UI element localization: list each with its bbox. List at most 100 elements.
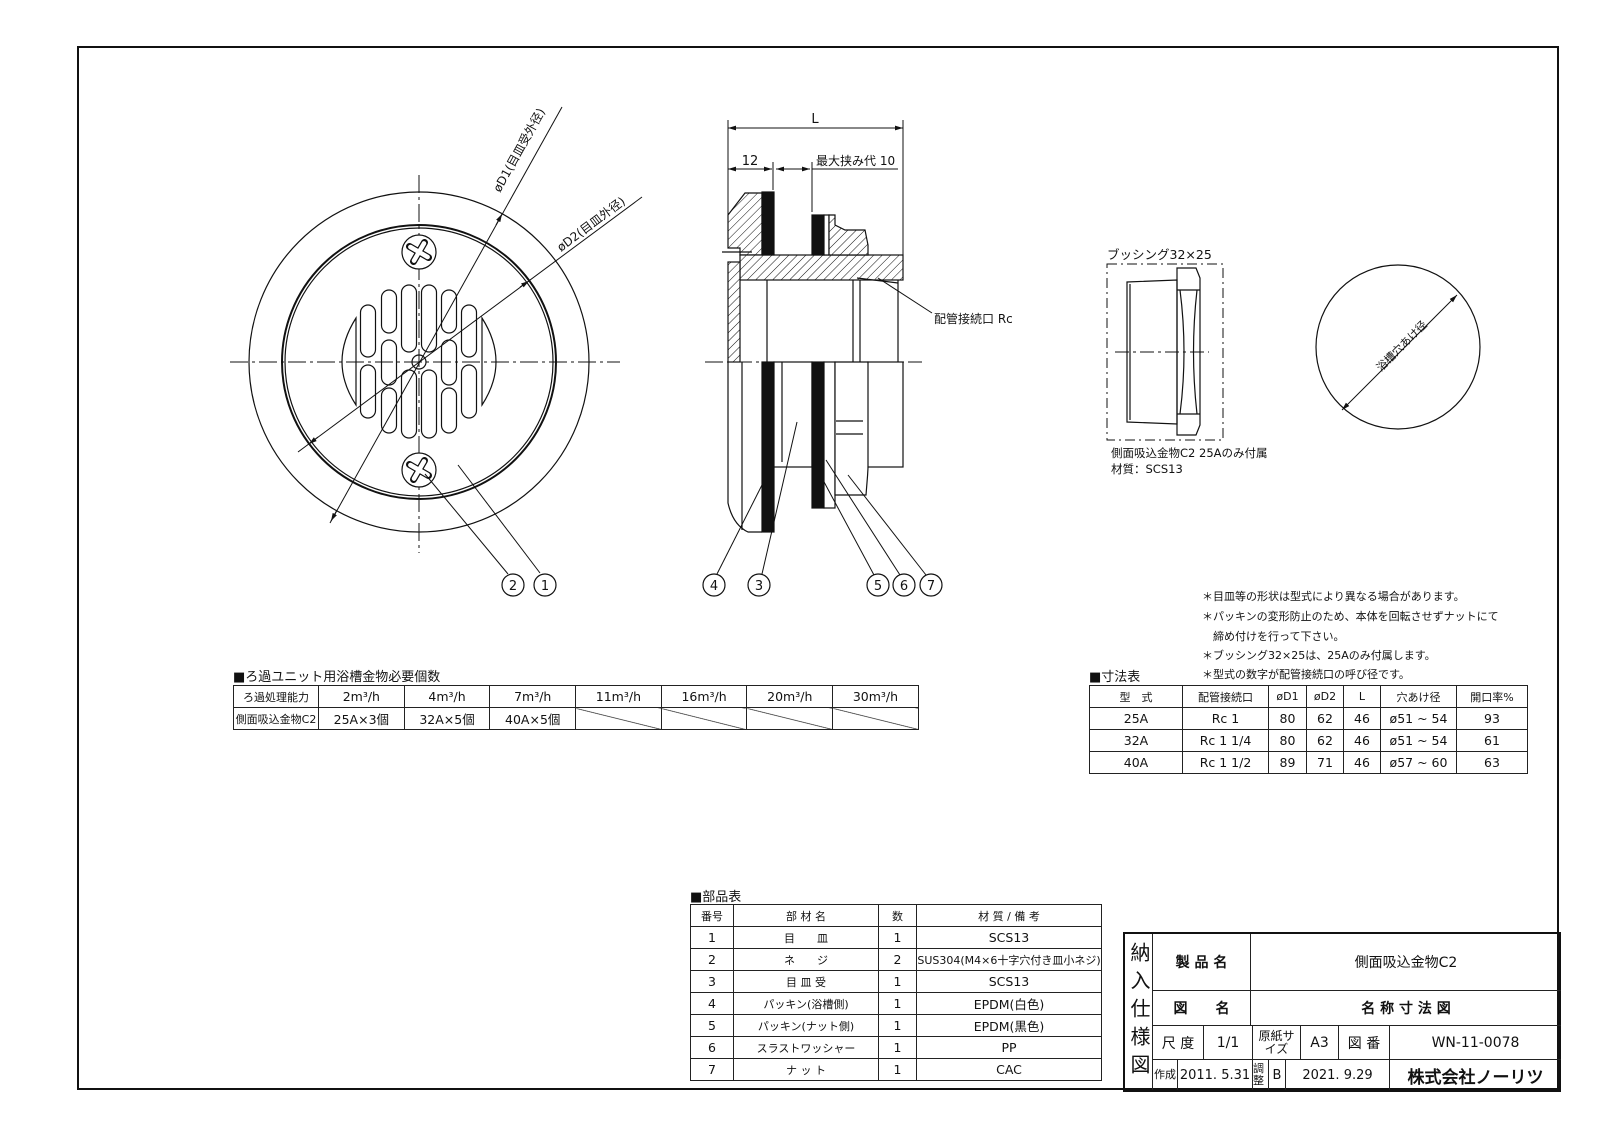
table-cell: Rc 1	[1182, 707, 1269, 730]
table-cell: 25A×3個	[318, 707, 405, 730]
table-cell: 40A×5個	[489, 707, 577, 730]
side-label: 納入仕様図	[1125, 934, 1153, 1090]
bushing-view	[1106, 263, 1224, 441]
note-line: ＊パッキンの変形防止のため、本体を回転させずナットにて	[1202, 610, 1499, 623]
d2-label: øD2(目皿外径)	[554, 194, 628, 254]
header-cell: 部 材 名	[733, 904, 879, 927]
table-cell: ø51 ~ 54	[1380, 729, 1457, 752]
grille-slot	[400, 369, 418, 439]
table-cell: 25A	[1089, 707, 1183, 730]
table-cell: EPDM(黒色)	[916, 1014, 1102, 1037]
drawing-frame	[77, 46, 1559, 1090]
scale-label: 尺 度	[1153, 1026, 1204, 1060]
table-cell: 46	[1343, 729, 1381, 752]
parts-table-title: ■部品表	[690, 890, 742, 905]
table-cell: 1	[878, 970, 917, 993]
balloon-3: 3	[755, 579, 763, 594]
grille-slot	[420, 284, 438, 353]
grille-slot	[460, 364, 478, 419]
receiver-tube-section	[739, 254, 904, 281]
receiver-body	[773, 361, 813, 468]
note-line: ＊ブッシング32×25は、25Aのみ付属します。	[1202, 649, 1436, 662]
note-line: ＊型式の数字が配管接続口の呼び径です。	[1202, 668, 1410, 681]
product-name: 側面吸込金物C2	[1251, 934, 1561, 991]
note-line: 締め付けを行って下さい。	[1202, 630, 1345, 643]
receiver-flange-exterior	[727, 362, 762, 533]
leader-1	[457, 464, 541, 574]
balloon-7: 7	[927, 579, 935, 594]
table-cell: 1	[690, 926, 734, 949]
table-cell: パッキン(ナット側)	[733, 1014, 879, 1037]
created-date: 2011. 5.31	[1178, 1060, 1253, 1090]
hole-view	[1315, 264, 1481, 430]
grille-slot	[420, 369, 438, 439]
d1-dimension-line	[329, 106, 563, 524]
header-cell: ろ過処理能力	[233, 685, 319, 708]
adjusted-date: 2021. 9.29	[1286, 1060, 1390, 1090]
dimension-table-title: ■寸法表	[1089, 670, 1141, 685]
table-cell: 62	[1306, 729, 1344, 752]
crescent-slot-right	[481, 315, 497, 408]
header-cell: 2m³/h	[318, 685, 405, 708]
table-cell: 46	[1343, 751, 1381, 774]
table-cell: 側面吸込金物C2	[233, 707, 319, 730]
table-cell: パッキン(浴槽側)	[733, 992, 879, 1015]
packing-5-section	[811, 214, 825, 256]
header-cell: 11m³/h	[575, 685, 662, 708]
table-cell: 63	[1456, 751, 1528, 774]
nut-7-section	[828, 214, 869, 256]
balloon-6: 6	[900, 579, 908, 594]
center-mark	[411, 354, 427, 370]
drawing-name: 名 称 寸 法 図	[1251, 991, 1561, 1026]
table-cell: SUS304(M4×6十字穴付き皿小ネジ)	[916, 948, 1102, 971]
hole-label: 浴槽穴あけ径	[1373, 318, 1430, 375]
screw-bottom	[401, 452, 437, 488]
table-cell: 1	[878, 1036, 917, 1059]
header-cell: 配管接続口	[1182, 685, 1269, 708]
table-cell: CAC	[916, 1058, 1102, 1081]
table-cell: 1	[878, 926, 917, 949]
balloon-1: 1	[541, 579, 549, 594]
created-label: 作成	[1153, 1060, 1178, 1090]
leader-pipe	[877, 277, 933, 314]
dim-12-label: 12	[742, 154, 759, 169]
bushing-material: 材質：SCS13	[1111, 462, 1183, 476]
table-cell: 1	[878, 1058, 917, 1081]
table-cell: ネ ジ	[733, 948, 879, 971]
table-cell: PP	[916, 1036, 1102, 1059]
drawing-number-label: 図 番	[1339, 1026, 1390, 1060]
header-cell: 20m³/h	[746, 685, 834, 708]
nut-7	[834, 361, 871, 496]
table-cell: EPDM(白色)	[916, 992, 1102, 1015]
table-cell: 2	[878, 948, 917, 971]
table-cell: SCS13	[916, 926, 1102, 949]
front-view	[230, 106, 643, 597]
table-cell	[660, 707, 748, 730]
table-cell	[832, 707, 919, 730]
screw-top	[401, 234, 437, 270]
header-cell: L	[1343, 685, 1381, 708]
table-cell: 目 皿 受	[733, 970, 879, 993]
header-cell: 30m³/h	[832, 685, 919, 708]
leader-3	[761, 421, 798, 575]
table-cell: 32A×5個	[403, 707, 491, 730]
table-cell: 6	[690, 1036, 734, 1059]
balloon-4: 4	[710, 579, 718, 594]
table-cell: 7	[690, 1058, 734, 1081]
table-cell: 1	[878, 992, 917, 1015]
section-balloons: 4 3 5 6 7	[710, 579, 935, 594]
receiver-flange-section	[727, 192, 763, 256]
grille-slot	[380, 289, 398, 334]
drawing-name-label: 図 名	[1153, 991, 1251, 1026]
filter-table-title: ■ろ過ユニット用浴槽金物必要個数	[233, 670, 441, 685]
grille-slot	[380, 387, 398, 434]
l-label: L	[811, 112, 819, 127]
